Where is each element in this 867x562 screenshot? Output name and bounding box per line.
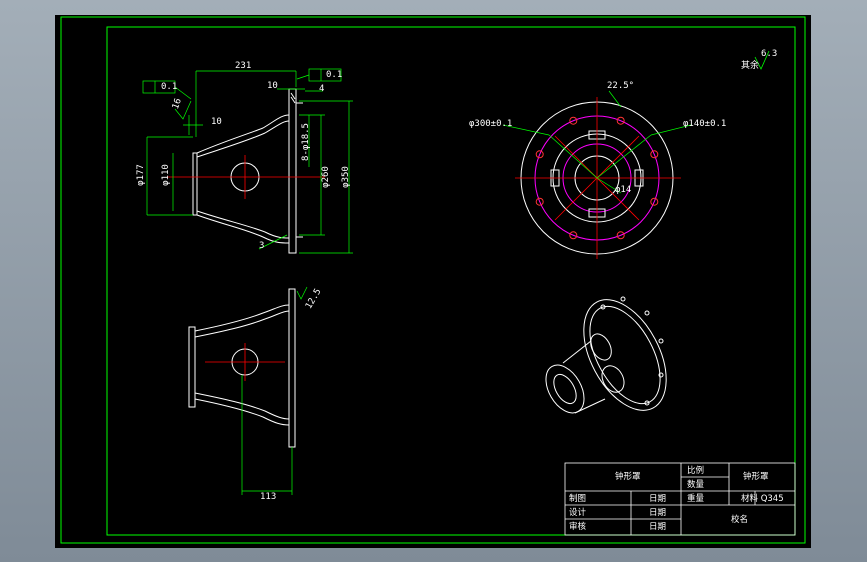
- tb-part-name-right: 钟形罩: [743, 472, 769, 482]
- tb-row-draw: 制图: [569, 494, 587, 504]
- dim-holes: 8-φ18.5: [300, 123, 311, 161]
- dim-bore: φ140±0.1: [683, 119, 727, 129]
- small-flange: [192, 152, 198, 216]
- bolt-hole: [569, 231, 578, 240]
- tb-part-name: 钟形罩: [615, 472, 641, 482]
- cad-drawing: [60, 16, 806, 544]
- tb-qty-label: 数量: [687, 480, 705, 490]
- bolt-hole: [569, 116, 578, 125]
- bolt-hole: [650, 150, 659, 159]
- side-view-centerlines: [205, 343, 285, 381]
- bolt-hole: [535, 150, 544, 159]
- tb-material: 材料 Q345: [741, 494, 784, 504]
- tb-row-design: 设计: [569, 508, 587, 518]
- outer-frame: [60, 16, 806, 544]
- weld-note: 3: [259, 241, 265, 251]
- dim-dia-260: φ260: [320, 166, 331, 188]
- bolt-hole: [616, 116, 625, 125]
- dim-rib: 4: [319, 84, 325, 94]
- isometric-view: [545, 299, 667, 414]
- front-view-centerlines: [167, 155, 325, 199]
- corner-roughness-value: 6.3: [761, 49, 778, 59]
- dim-length-231: 231: [235, 61, 252, 71]
- bolt-hole: [535, 197, 544, 206]
- dim-flange-thick: 10: [267, 81, 278, 91]
- dim-dia-350: φ350: [340, 166, 351, 188]
- tb-date-2: 日期: [649, 508, 667, 518]
- bolt-holes: [535, 116, 659, 240]
- tb-scale-label: 比例: [687, 466, 705, 476]
- dim-pcd: φ300±0.1: [469, 119, 513, 129]
- cone-lower: [196, 214, 290, 244]
- dim-dia-177: φ177: [135, 164, 146, 186]
- front-view-dims: [142, 68, 353, 254]
- iso-holes: [600, 296, 664, 406]
- bolt-hole: [650, 197, 659, 206]
- dim-small: φ14: [615, 185, 632, 195]
- tb-school: 校名: [731, 515, 749, 525]
- inner-frame: [106, 26, 796, 536]
- dim-angle: 22.5°: [607, 81, 635, 91]
- cone-upper: [196, 114, 290, 154]
- tb-row-check: 审核: [569, 522, 587, 532]
- dim-width-113: 113: [260, 492, 277, 502]
- tb-date-1: 日期: [649, 494, 667, 504]
- side-view-dims: [241, 286, 308, 495]
- dim-offset: 10: [211, 117, 222, 127]
- corner-roughness-prefix: 其余: [741, 61, 760, 71]
- top-view-dims: [502, 90, 692, 194]
- big-flange: [288, 88, 297, 254]
- flatness-left-value: 0.1: [161, 82, 178, 92]
- tb-date-3: 日期: [649, 522, 667, 532]
- tb-weight-label: 重量: [687, 494, 705, 504]
- front-view: [192, 88, 303, 254]
- title-block: [564, 462, 796, 536]
- flatness-top-value: 0.1: [326, 70, 343, 80]
- corner-roughness: [754, 50, 770, 70]
- dim-dia-110: φ110: [160, 164, 171, 186]
- bolt-hole: [616, 231, 625, 240]
- drawing-sheet: 0.1 0.1 231 10 4 10 16 8-φ18.5 φ177 φ110…: [55, 15, 811, 548]
- top-view-centerlines: [515, 97, 681, 259]
